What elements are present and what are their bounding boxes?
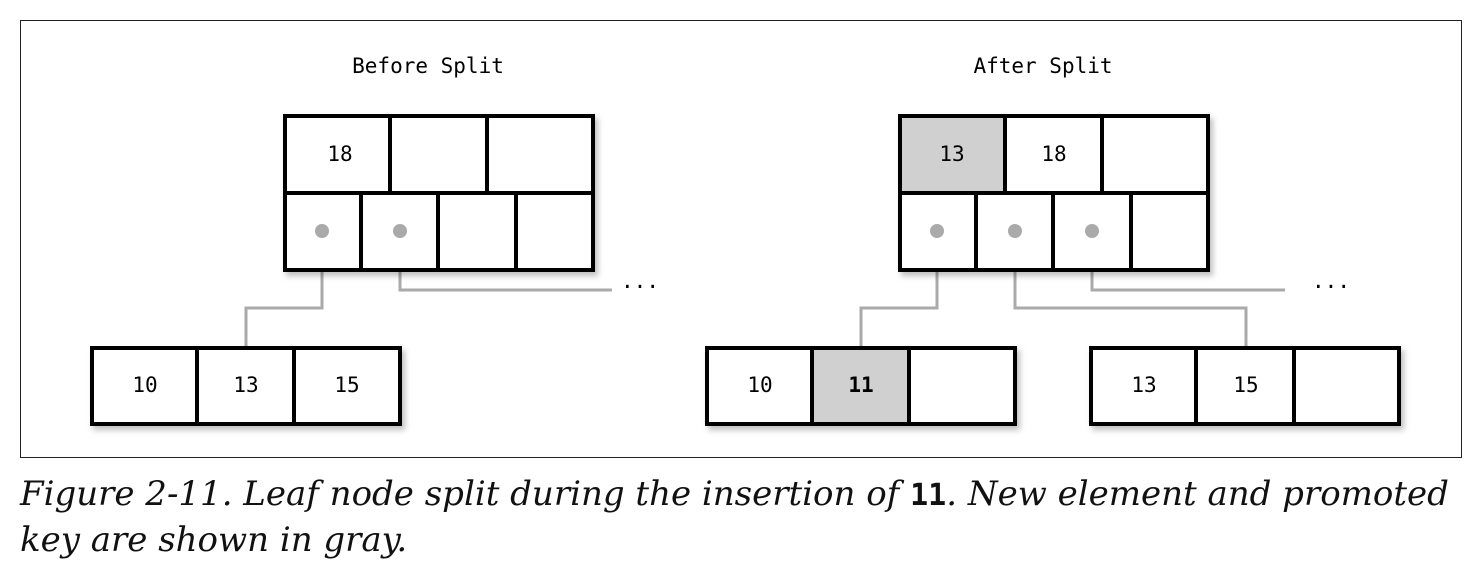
after-pointer-dot-0 — [930, 224, 944, 238]
after-right-leaf-node — [1089, 346, 1401, 426]
figure-caption: Figure 2-11. Leaf node split during the … — [20, 472, 1464, 562]
after-left-leaf-dividers — [810, 348, 911, 424]
after-title: After Split — [973, 54, 1112, 78]
caption-highlight: 11 — [910, 478, 947, 513]
before-leaf-node — [90, 346, 402, 426]
after-right-leaf-dividers — [1194, 348, 1296, 424]
before-pointer-dot-0 — [315, 224, 329, 238]
before-parent-key-0: 18 — [327, 142, 352, 166]
caption-prefix: Figure 2-11. Leaf node split during the … — [20, 474, 911, 514]
after-pointer-dot-2 — [1085, 224, 1099, 238]
before-leaf-dividers — [195, 348, 296, 424]
after-left-leaf-key-1: 11 — [848, 373, 873, 397]
after-right-leaf-key-1: 15 — [1233, 373, 1258, 397]
before-leaf-key-0: 10 — [132, 373, 157, 397]
after-parent-dividers — [900, 116, 1208, 270]
after-right-leaf-key-0: 13 — [1131, 373, 1156, 397]
after-pointer-dot-1 — [1008, 224, 1022, 238]
new-element-cell — [812, 350, 908, 422]
caption-suffix: . New element and promoted key are shown… — [20, 474, 1449, 560]
after-left-leaf-key-0: 10 — [747, 373, 772, 397]
promoted-key-cell — [902, 118, 1005, 193]
before-title: Before Split — [352, 54, 504, 78]
before-ellipsis: ... — [621, 269, 659, 293]
before-leaf-key-2: 15 — [334, 373, 359, 397]
before-pointer-dot-1 — [393, 224, 407, 238]
diagram: Before Split After Split 18 ... 10 13 15 — [20, 20, 1462, 458]
before-parent-dividers — [285, 116, 593, 270]
after-parent-key-0: 13 — [939, 142, 964, 166]
before-leaf-key-1: 13 — [233, 373, 258, 397]
after-ellipsis: ... — [1312, 269, 1350, 293]
after-parent-key-1: 18 — [1041, 142, 1066, 166]
